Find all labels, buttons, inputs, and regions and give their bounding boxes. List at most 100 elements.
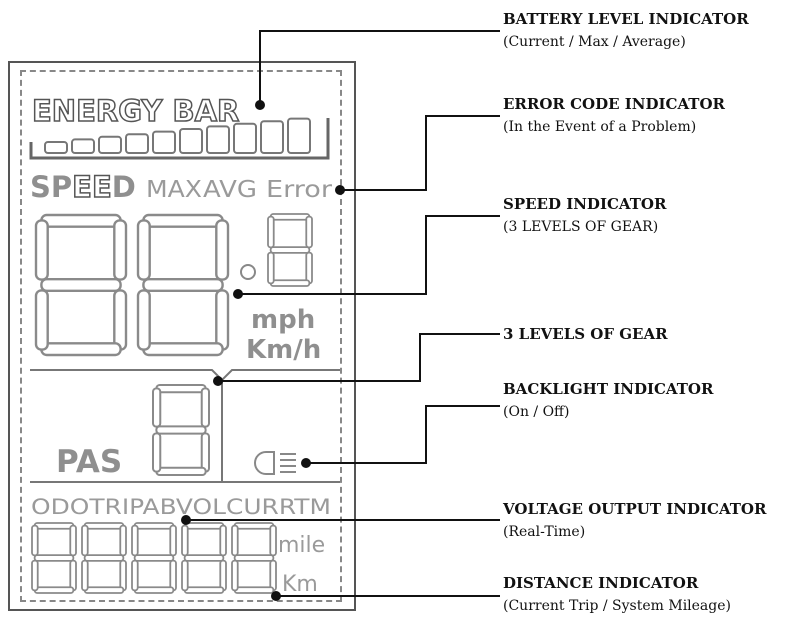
decimal-point: [240, 264, 256, 280]
energy-bar-label: ENERGY BAR: [32, 94, 239, 128]
annotation-backlight-title: BACKLIGHT INDICATOR: [503, 380, 714, 398]
error-label: Error: [266, 177, 333, 203]
digit-segment: [155, 425, 207, 435]
distance-digit-3: [131, 522, 177, 594]
digit-segment: [142, 213, 224, 228]
mode-curr: CURR: [226, 495, 295, 519]
battery-cell: [233, 122, 257, 155]
digit-segment: [215, 289, 230, 351]
annotation-voltage-title: VOLTAGE OUTPUT INDICATOR: [503, 500, 767, 518]
digit-segment: [133, 522, 175, 530]
battery-cell: [152, 130, 176, 155]
unit-km: Km: [282, 572, 318, 597]
digit-segment: [183, 522, 225, 530]
lcd-outer-frame: [8, 61, 356, 611]
digit-segment: [136, 219, 151, 281]
digit-segment: [183, 586, 225, 594]
digit-segment: [81, 524, 89, 557]
annotation-error-subtitle: (In the Event of a Problem): [503, 119, 697, 135]
digit-segment: [119, 524, 127, 557]
digit-segment: [83, 586, 125, 594]
speed-label-d: D: [112, 170, 136, 204]
annotation-voltage-subtitle: (Real-Time): [503, 524, 586, 540]
digit-segment: [33, 522, 75, 530]
battery-cell: [44, 141, 68, 154]
speed-digit-decimal: [267, 213, 313, 287]
mode-ab: AB: [143, 495, 176, 519]
speed-label: SPEED: [30, 170, 136, 204]
annotation-distance-title: DISTANCE INDICATOR: [503, 574, 699, 592]
pas-label: PAS: [56, 444, 122, 480]
digit-segment: [131, 524, 139, 557]
leader-backlight: [306, 405, 500, 464]
digit-segment: [152, 432, 162, 473]
battery-cell: [206, 125, 230, 155]
annotation-backlight-subtitle: (On / Off): [503, 404, 570, 420]
leader-error-dot: [335, 185, 345, 195]
annotation-speed-title: SPEED INDICATOR: [503, 195, 667, 213]
digit-segment: [269, 279, 311, 287]
digit-segment: [219, 524, 227, 557]
digit-segment: [131, 559, 139, 592]
distance-digit-4: [181, 522, 227, 594]
unit-kmh: Km/h: [246, 335, 321, 365]
digit-segment: [200, 387, 211, 428]
digit-segment: [69, 559, 77, 592]
digit-segment: [269, 246, 311, 254]
digit-segment: [305, 251, 313, 285]
digit-segment: [142, 342, 224, 357]
digit-segment: [69, 524, 77, 557]
digit-segment: [267, 251, 275, 285]
digit-segment: [133, 554, 175, 562]
digit-segment: [233, 522, 275, 530]
battery-base: [29, 118, 330, 160]
annotation-battery-title: BATTERY LEVEL INDICATOR: [503, 10, 749, 28]
digit-segment: [267, 215, 275, 249]
unit-mile: mile: [278, 533, 325, 558]
digit-segment: [33, 586, 75, 594]
digit-segment: [305, 215, 313, 249]
digit-segment: [155, 384, 207, 394]
distance-digit-1: [31, 522, 77, 594]
pas-level-digit: [152, 384, 211, 477]
digit-segment: [269, 213, 311, 221]
leader-backlight-dot: [301, 458, 311, 468]
leader-speed: [238, 215, 500, 295]
digit-segment: [181, 559, 189, 592]
digit-segment: [169, 524, 177, 557]
leader-distance-dot: [271, 591, 281, 601]
digit-segment: [169, 559, 177, 592]
divider-top: [30, 369, 340, 382]
digit-segment: [34, 219, 49, 281]
digit-segment: [40, 213, 122, 228]
battery-cell: [71, 138, 95, 154]
digit-segment: [113, 219, 128, 281]
digit-segment: [231, 524, 239, 557]
digit-segment: [81, 559, 89, 592]
annotation-gear-title: 3 LEVELS OF GEAR: [503, 325, 668, 343]
digit-segment: [200, 432, 211, 473]
digit-segment: [33, 554, 75, 562]
digit-segment: [31, 559, 39, 592]
speed-digit-ones: [136, 213, 230, 357]
digit-segment: [231, 559, 239, 592]
leader-gear: [218, 333, 500, 382]
distance-digit-5: [231, 522, 277, 594]
speed-label-sp: SP: [30, 170, 72, 204]
digit-segment: [152, 387, 162, 428]
leader-battery-dot: [255, 100, 265, 110]
lcd-inner-frame: [20, 70, 342, 602]
digit-segment: [40, 277, 122, 293]
annotation-speed-subtitle: (3 LEVELS OF GEAR): [503, 219, 659, 235]
distance-digit-2: [81, 522, 127, 594]
digit-segment: [219, 559, 227, 592]
seven-segment-digits: [31, 213, 313, 594]
battery-cell: [179, 128, 203, 154]
digit-segment: [136, 289, 151, 351]
max-label: MAX: [146, 177, 202, 203]
mode-odo: ODO: [31, 495, 89, 519]
mode-trip: TRIP: [88, 495, 143, 519]
leader-voltage-dot: [181, 515, 191, 525]
